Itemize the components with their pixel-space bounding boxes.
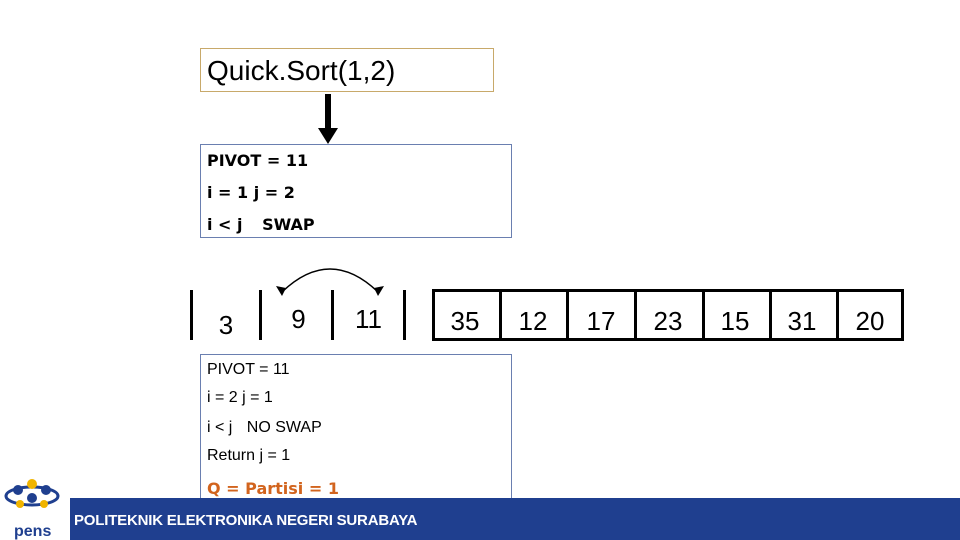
quicksort-call-box: Quick.Sort(1,2)	[200, 48, 494, 92]
down-arrow-icon	[318, 94, 338, 144]
compare-text: i < j	[207, 215, 243, 234]
logo-text: pens	[14, 523, 51, 540]
compare-line: i < j SWAP	[207, 215, 315, 234]
array-cell-value: 17	[586, 306, 616, 336]
array-cell-value: 9	[291, 304, 306, 334]
array-cell-value: 12	[518, 306, 548, 336]
array-cell: 3	[190, 290, 262, 340]
pivot-value: PIVOT = 11	[207, 151, 309, 170]
array-cell-value: 11	[355, 304, 382, 334]
compare-line: i < j NO SWAP	[207, 419, 322, 437]
swap-action: SWAP	[262, 215, 315, 234]
array-divider	[499, 292, 502, 340]
array-divider	[702, 292, 705, 340]
index-values: i = 2 j = 1	[207, 389, 273, 406]
footer-institution: POLITEKNIK ELEKTRONIKA NEGERI SURABAYA	[74, 512, 418, 529]
array-cell-value: 31	[787, 306, 817, 336]
swap-arc-icon	[276, 268, 384, 296]
array-cell-value: 20	[855, 306, 885, 336]
quicksort-call-label: Quick.Sort(1,2)	[207, 55, 396, 86]
array-cell: 11	[334, 290, 406, 340]
pivot-info-box: PIVOT = 11 i = 1 j = 2 i < j SWAP	[200, 144, 512, 238]
array-divider	[769, 292, 772, 340]
array-row-remaining	[432, 289, 904, 341]
return-line: Return j = 1	[207, 447, 291, 464]
pivot-value: PIVOT = 11	[207, 361, 290, 378]
compare-text: i < j	[207, 419, 233, 436]
footer-bar	[70, 498, 960, 540]
partition-result-box: PIVOT = 11 i = 2 j = 1 i < j NO SWAP Ret…	[200, 354, 512, 500]
array-cell: 9	[262, 290, 334, 340]
pens-logo: pens	[4, 479, 60, 540]
partition-result: Q = Partisi = 1	[207, 479, 339, 498]
array-divider	[634, 292, 637, 340]
array-cell-value: 3	[218, 310, 234, 340]
array-cell-value: 23	[653, 306, 683, 336]
swap-action: NO SWAP	[246, 419, 322, 436]
array-divider	[836, 292, 839, 340]
index-values: i = 1 j = 2	[207, 183, 295, 202]
array-divider	[566, 292, 569, 340]
array-cell-value: 15	[720, 306, 750, 336]
array-cell-value: 35	[450, 306, 480, 336]
